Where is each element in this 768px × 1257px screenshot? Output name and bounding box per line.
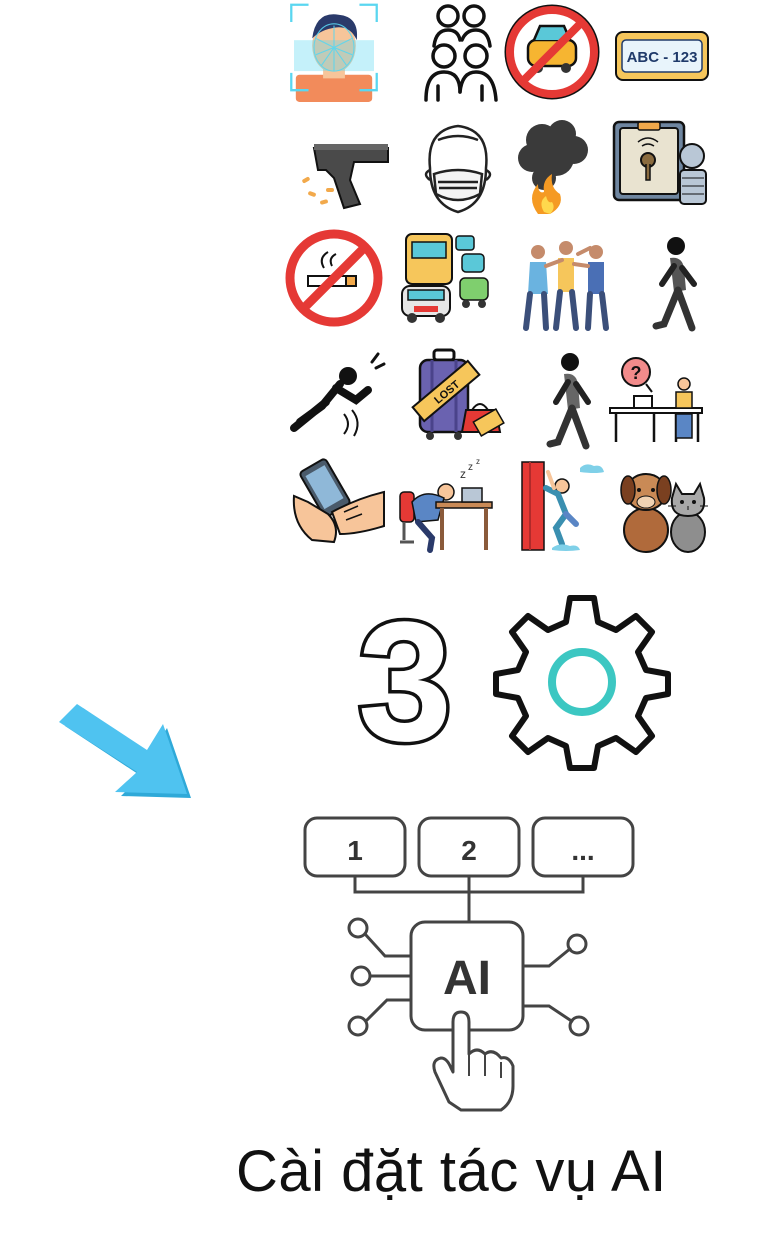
dog-cat-icon xyxy=(612,458,712,558)
caption: Cài đặt tác vụ AI xyxy=(0,1138,768,1218)
license-plate-icon: ABC - 123 xyxy=(612,2,712,102)
no-parking-icon xyxy=(502,2,602,102)
license-plate-text: ABC - 123 xyxy=(627,49,698,66)
falling-person-icon xyxy=(286,350,386,450)
svg-text:?: ? xyxy=(631,363,642,383)
access-control-icon xyxy=(610,118,710,218)
ai-task-diagram: 1 2 ... AI xyxy=(303,816,635,1112)
walking-person-icon xyxy=(630,234,730,334)
ai-task-icon-grid: ABC - 123 xyxy=(276,0,716,553)
svg-text:z: z xyxy=(468,462,473,473)
fighting-icon xyxy=(516,234,616,334)
gear-icon xyxy=(493,595,671,771)
arrow-down-right-icon xyxy=(59,704,191,798)
option-1-label: 1 xyxy=(347,835,363,866)
gun-icon xyxy=(296,118,396,218)
walking-person-2-icon xyxy=(526,350,626,450)
phone-use-icon xyxy=(288,452,388,552)
caption-text: Cài đặt tác vụ AI xyxy=(236,1139,667,1204)
climbing-icon xyxy=(516,458,616,558)
no-smoking-icon xyxy=(284,228,384,328)
lost-luggage-icon: LOST xyxy=(406,346,506,446)
fire-smoke-icon xyxy=(504,118,604,218)
pointing-hand-icon xyxy=(432,1010,515,1112)
svg-text:3: 3 xyxy=(358,600,453,750)
option-2-label: 2 xyxy=(461,835,477,866)
face-recognition-icon xyxy=(284,2,384,102)
crowd-icon xyxy=(414,2,514,102)
ai-chip-label: AI xyxy=(443,952,491,1005)
absent-desk-icon: ? xyxy=(606,350,706,450)
step-number: 3 xyxy=(354,600,456,750)
option-more-label: ... xyxy=(571,835,594,866)
sleeping-at-desk-icon: z z z xyxy=(396,458,496,558)
traffic-jam-icon xyxy=(396,228,496,328)
face-mask-icon xyxy=(408,118,508,218)
svg-text:z: z xyxy=(460,467,466,481)
svg-text:z: z xyxy=(476,458,480,466)
